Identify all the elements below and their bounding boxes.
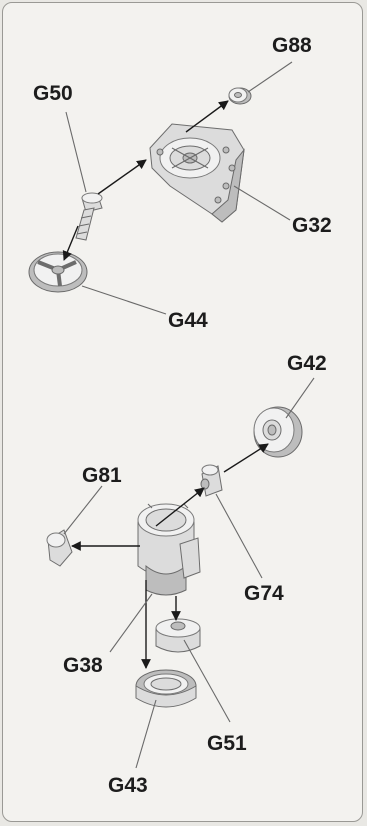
arrow-g32-to-g88 xyxy=(185,100,229,133)
part-g88-washer xyxy=(228,87,252,105)
arrow-g50-to-g44 xyxy=(62,225,79,261)
part-g81-elbow xyxy=(46,529,73,567)
label-g44: G44 xyxy=(168,309,208,332)
part-g44-handwheel xyxy=(28,251,88,293)
part-g32-housing xyxy=(149,123,245,223)
label-g43: G43 xyxy=(108,774,148,797)
assembly-arrows-upper xyxy=(62,100,229,261)
label-g42: G42 xyxy=(287,352,327,375)
label-g38: G38 xyxy=(63,654,103,677)
label-g88: G88 xyxy=(272,34,312,57)
arrow-g38-to-g74 xyxy=(155,487,205,527)
label-g50: G50 xyxy=(33,82,73,105)
part-g74-fitting xyxy=(200,464,223,497)
assembly-arrows-lower xyxy=(71,443,269,669)
leader-lines-lower xyxy=(63,377,315,769)
part-g50-bolt xyxy=(75,192,103,241)
label-g81: G81 xyxy=(82,464,122,487)
part-g43-nut-ring xyxy=(135,669,197,708)
arrow-g50-to-g32 xyxy=(97,159,147,195)
part-g38-body xyxy=(137,503,201,596)
label-g74: G74 xyxy=(244,582,284,605)
part-g42-flange xyxy=(253,406,303,458)
label-g32: G32 xyxy=(292,214,332,237)
label-g51: G51 xyxy=(207,732,247,755)
arrow-g74-to-g42 xyxy=(223,443,269,473)
part-g51-half-ring xyxy=(155,618,201,653)
part-labels: G88 G50 G32 G44 G42 G81 G74 G38 G51 G43 xyxy=(33,34,332,797)
leader-lines-upper xyxy=(65,61,293,315)
